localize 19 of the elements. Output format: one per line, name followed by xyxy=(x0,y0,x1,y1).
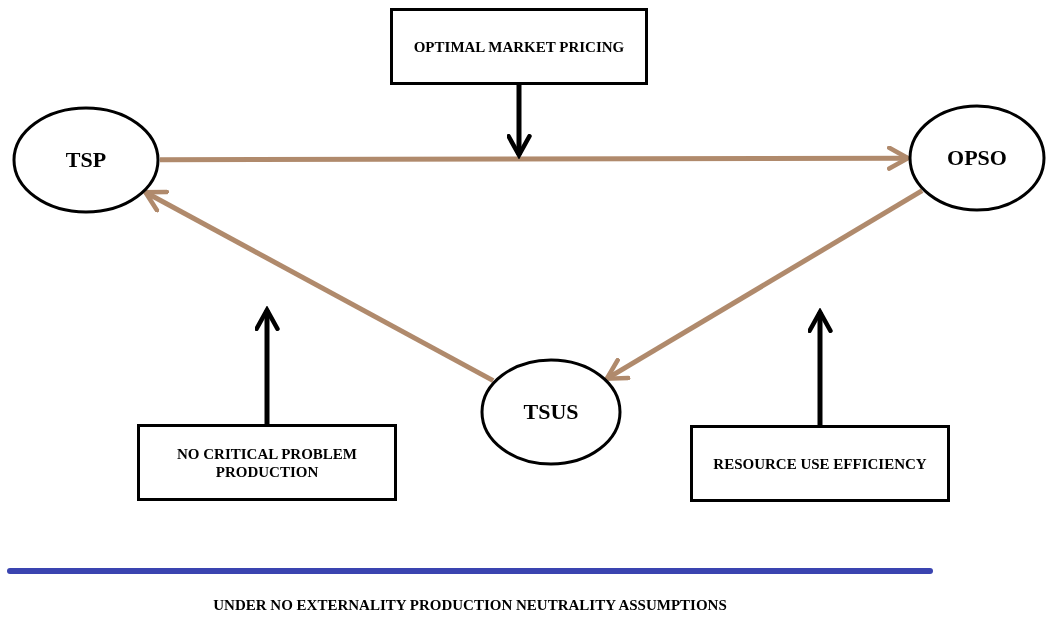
box-label: RESOURCE USE EFFICIENCY xyxy=(713,454,927,473)
label-box xyxy=(137,424,397,501)
ellipse-node xyxy=(908,104,1046,212)
arrow xyxy=(254,307,280,424)
node-label: TSP xyxy=(65,147,107,173)
arrow xyxy=(807,309,833,425)
label-box xyxy=(690,425,950,502)
arrow xyxy=(143,189,495,383)
ellipse-node xyxy=(12,106,160,214)
box-label: NO CRITICAL PROBLEM PRODUCTION xyxy=(176,444,358,481)
box-label: OPTIMAL MARKET PRICING xyxy=(413,37,625,56)
arrow xyxy=(160,145,911,171)
caption: UNDER NO EXTERNALITY PRODUCTION NEUTRALITY ASSUMPTIONS xyxy=(212,597,728,614)
ellipse-node xyxy=(480,358,622,466)
node-label: OPSO xyxy=(947,145,1007,171)
node-label: TSUS xyxy=(523,399,579,425)
arrow xyxy=(604,188,924,381)
label-box xyxy=(390,8,648,85)
arrow xyxy=(506,85,532,158)
